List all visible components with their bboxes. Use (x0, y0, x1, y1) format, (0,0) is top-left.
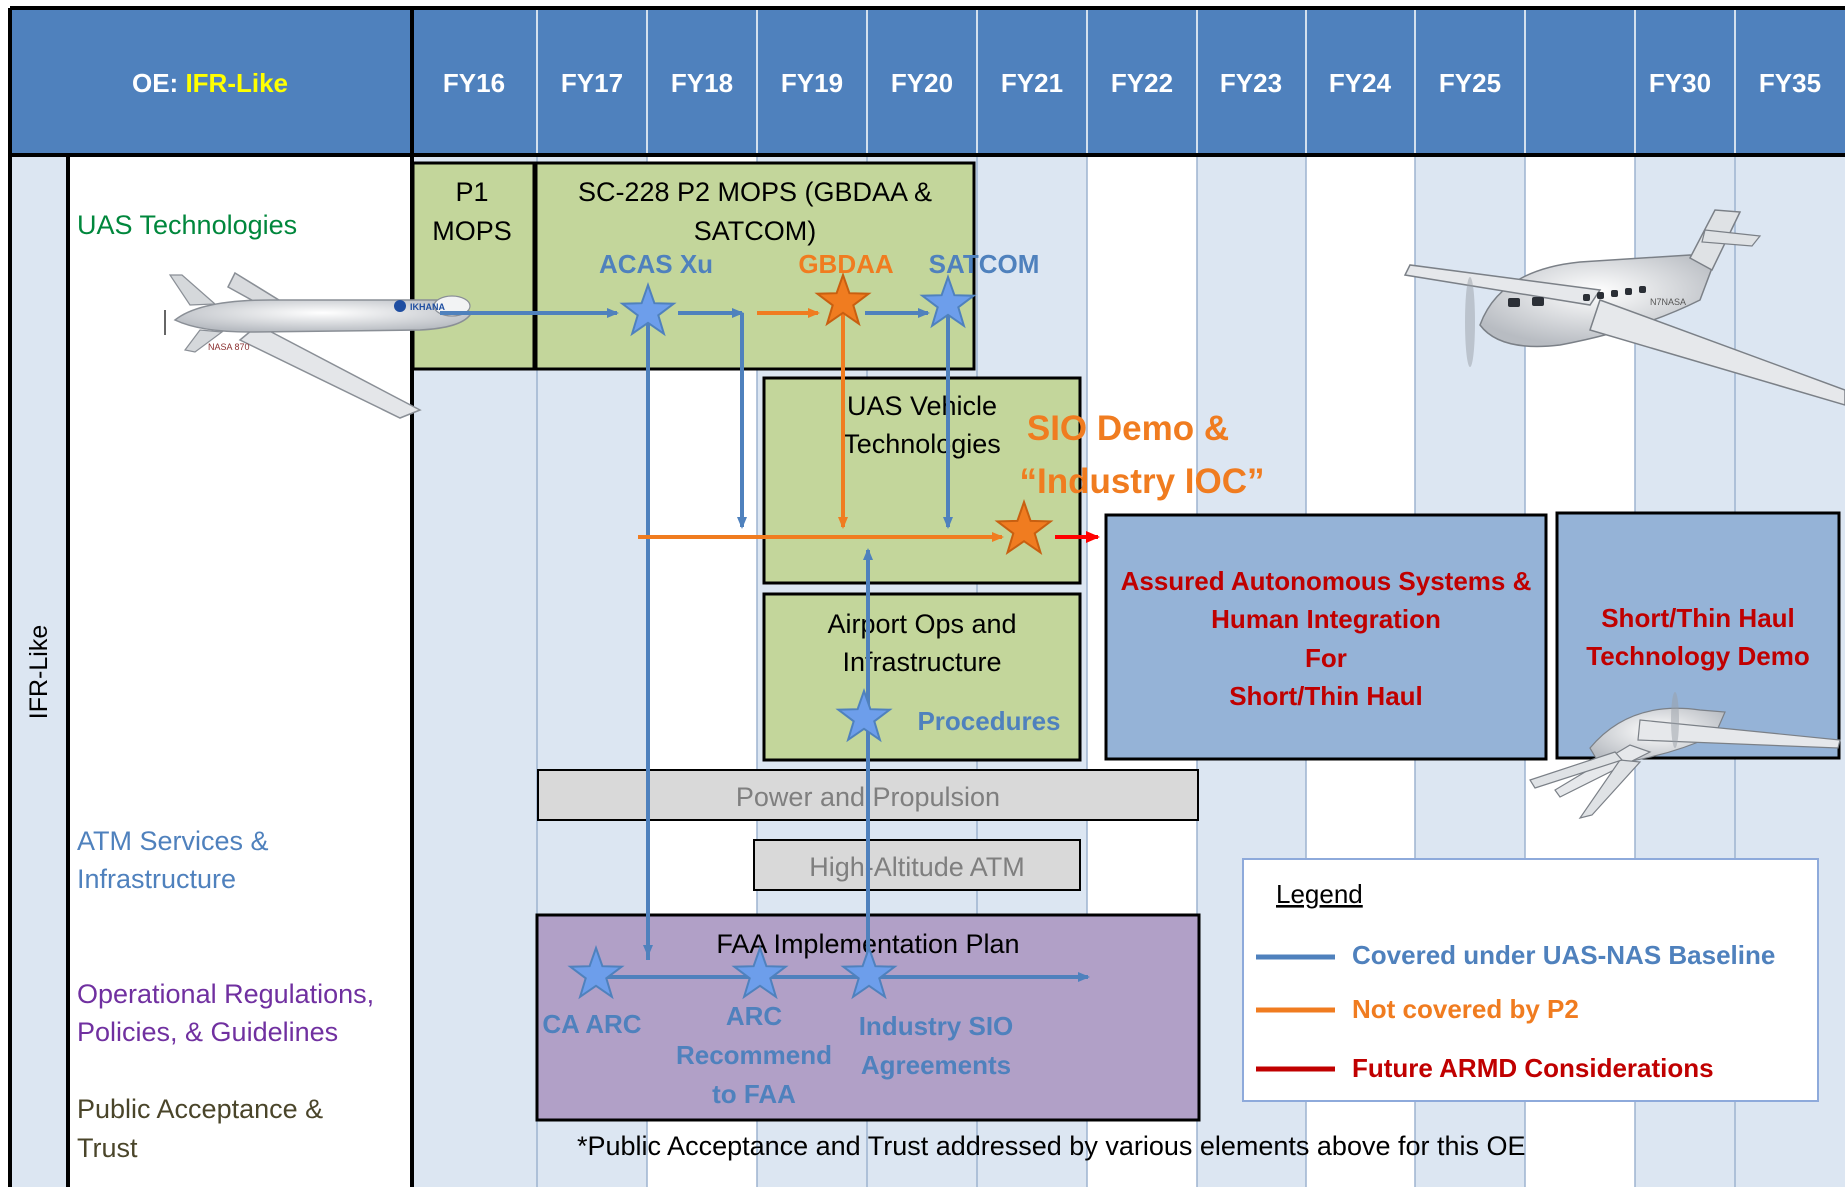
svg-text:UAS Vehicle: UAS Vehicle (847, 391, 997, 421)
row-label-regulations: Operational Regulations, Policies, & Gui… (77, 979, 374, 1047)
legend-label-baseline: Covered under UAS-NAS Baseline (1352, 940, 1775, 970)
star-satcom (919, 273, 977, 329)
year-fy21: FY21 (1001, 68, 1063, 98)
header-dividers (536, 8, 1736, 155)
sidebar-label: IFR-Like (25, 625, 53, 719)
box-high-altitude-atm: High-Altitude ATM (753, 839, 1081, 891)
footnote: *Public Acceptance and Trust addressed b… (577, 1131, 1526, 1161)
small-aircraft-image (1529, 692, 1841, 819)
row-label-atm: ATM Services & Infrastructure (77, 826, 269, 894)
svg-text:Trust: Trust (77, 1133, 138, 1163)
svg-text:Short/Thin Haul: Short/Thin Haul (1601, 603, 1795, 633)
svg-text:Airport Ops and: Airport Ops and (827, 609, 1016, 639)
legend: Legend Covered under UAS-NAS Baseline No… (1242, 858, 1819, 1102)
year-fy19: FY19 (781, 68, 843, 98)
svg-text:ATM Services &: ATM Services & (77, 826, 269, 856)
svg-text:SIO Demo &: SIO Demo & (1027, 409, 1229, 448)
svg-text:“Industry IOC”: “Industry IOC” (1019, 462, 1264, 501)
star-gbdaa (814, 271, 872, 327)
star-industry-sio (840, 944, 898, 1000)
box-assured-autonomous-systems: Assured Autonomous Systems & Human Integ… (1104, 513, 1548, 761)
svg-text:ARC: ARC (726, 1001, 783, 1031)
year-fy18: FY18 (671, 68, 733, 98)
svg-text:NASA 870: NASA 870 (208, 342, 250, 352)
label-gbdaa: GBDAA (798, 249, 894, 279)
svg-text:SC-228 P2 MOPS (GBDAA &: SC-228 P2 MOPS (GBDAA & (578, 177, 932, 207)
year-fy24: FY24 (1329, 68, 1392, 98)
svg-text:Human Integration: Human Integration (1211, 604, 1441, 634)
year-fy30: FY30 (1649, 68, 1711, 98)
year-fy25: FY25 (1439, 68, 1501, 98)
star-sio-demo (994, 498, 1054, 556)
legend-label-not-covered: Not covered by P2 (1352, 994, 1579, 1024)
label-sio-demo: SIO Demo & “Industry IOC” (1019, 409, 1264, 501)
year-fy20: FY20 (891, 68, 953, 98)
king-air-aircraft-image: N7NASA (1403, 209, 1845, 406)
legend-title: Legend (1276, 879, 1363, 909)
legend-label-future: Future ARMD Considerations (1352, 1053, 1714, 1083)
header-bar (10, 8, 1845, 155)
row-label-uas-technologies: UAS Technologies (77, 210, 297, 240)
svg-text:to FAA: to FAA (712, 1079, 796, 1109)
oe-label: OE: IFR-Like (132, 68, 288, 98)
svg-text:Technologies: Technologies (843, 429, 1001, 459)
year-fy35: FY35 (1759, 68, 1821, 98)
svg-text:SATCOM): SATCOM) (694, 216, 817, 246)
svg-text:Assured Autonomous Systems &: Assured Autonomous Systems & (1121, 566, 1532, 596)
year-fy22: FY22 (1111, 68, 1173, 98)
box-p1-mops: P1 MOPS (411, 161, 536, 371)
box-uas-vehicle-technologies: UAS Vehicle Technologies (762, 376, 1082, 585)
label-arc-recommend: ARC Recommend to FAA (676, 1001, 832, 1109)
label-procedures: Procedures (917, 706, 1060, 736)
year-labels: FY16 FY17 FY18 FY19 FY20 FY21 FY22 FY23 … (443, 68, 1821, 98)
svg-text:MOPS: MOPS (432, 216, 512, 246)
star-procedures (835, 687, 893, 743)
svg-text:Industry SIO: Industry SIO (859, 1011, 1014, 1041)
svg-text:IKHANA: IKHANA (410, 302, 445, 312)
label-industry-sio: Industry SIO Agreements (859, 1011, 1014, 1080)
svg-text:Technology Demo: Technology Demo (1586, 641, 1809, 671)
box-sc228-p2-mops: SC-228 P2 MOPS (GBDAA & SATCOM) (534, 161, 976, 371)
svg-text:Agreements: Agreements (861, 1050, 1011, 1080)
svg-text:P1: P1 (455, 177, 488, 207)
svg-text:Short/Thin Haul: Short/Thin Haul (1229, 681, 1423, 711)
star-ca-arc (567, 944, 625, 1000)
svg-text:Infrastructure: Infrastructure (77, 864, 236, 894)
label-ca-arc: CA ARC (542, 1009, 641, 1039)
ikhana-drone-image: IKHANA NASA 870 (164, 271, 471, 419)
svg-text:Operational Regulations,: Operational Regulations, (77, 979, 374, 1009)
not-covered-flow-lines (638, 308, 1004, 542)
box-short-thin-haul-demo: Short/Thin Haul Technology Demo (1555, 511, 1841, 760)
label-acas-xu: ACAS Xu (599, 249, 713, 279)
svg-text:Recommend: Recommend (676, 1040, 832, 1070)
sidebar-band (10, 155, 68, 1187)
label-satcom: SATCOM (929, 249, 1040, 279)
svg-text:N7NASA: N7NASA (1650, 297, 1686, 307)
svg-text:Public Acceptance &: Public Acceptance & (77, 1094, 323, 1124)
row-label-public-acceptance: Public Acceptance & Trust (77, 1094, 323, 1163)
svg-text:Policies, & Guidelines: Policies, & Guidelines (77, 1017, 338, 1047)
star-acas-xu (619, 281, 677, 337)
year-fy23: FY23 (1220, 68, 1282, 98)
star-arc-recommend (731, 944, 789, 1000)
box-airport-ops: Airport Ops and Infrastructure (762, 592, 1082, 762)
svg-text:High-Altitude ATM: High-Altitude ATM (809, 852, 1025, 882)
year-fy16: FY16 (443, 68, 505, 98)
svg-text:For: For (1305, 643, 1347, 673)
year-fy17: FY17 (561, 68, 623, 98)
